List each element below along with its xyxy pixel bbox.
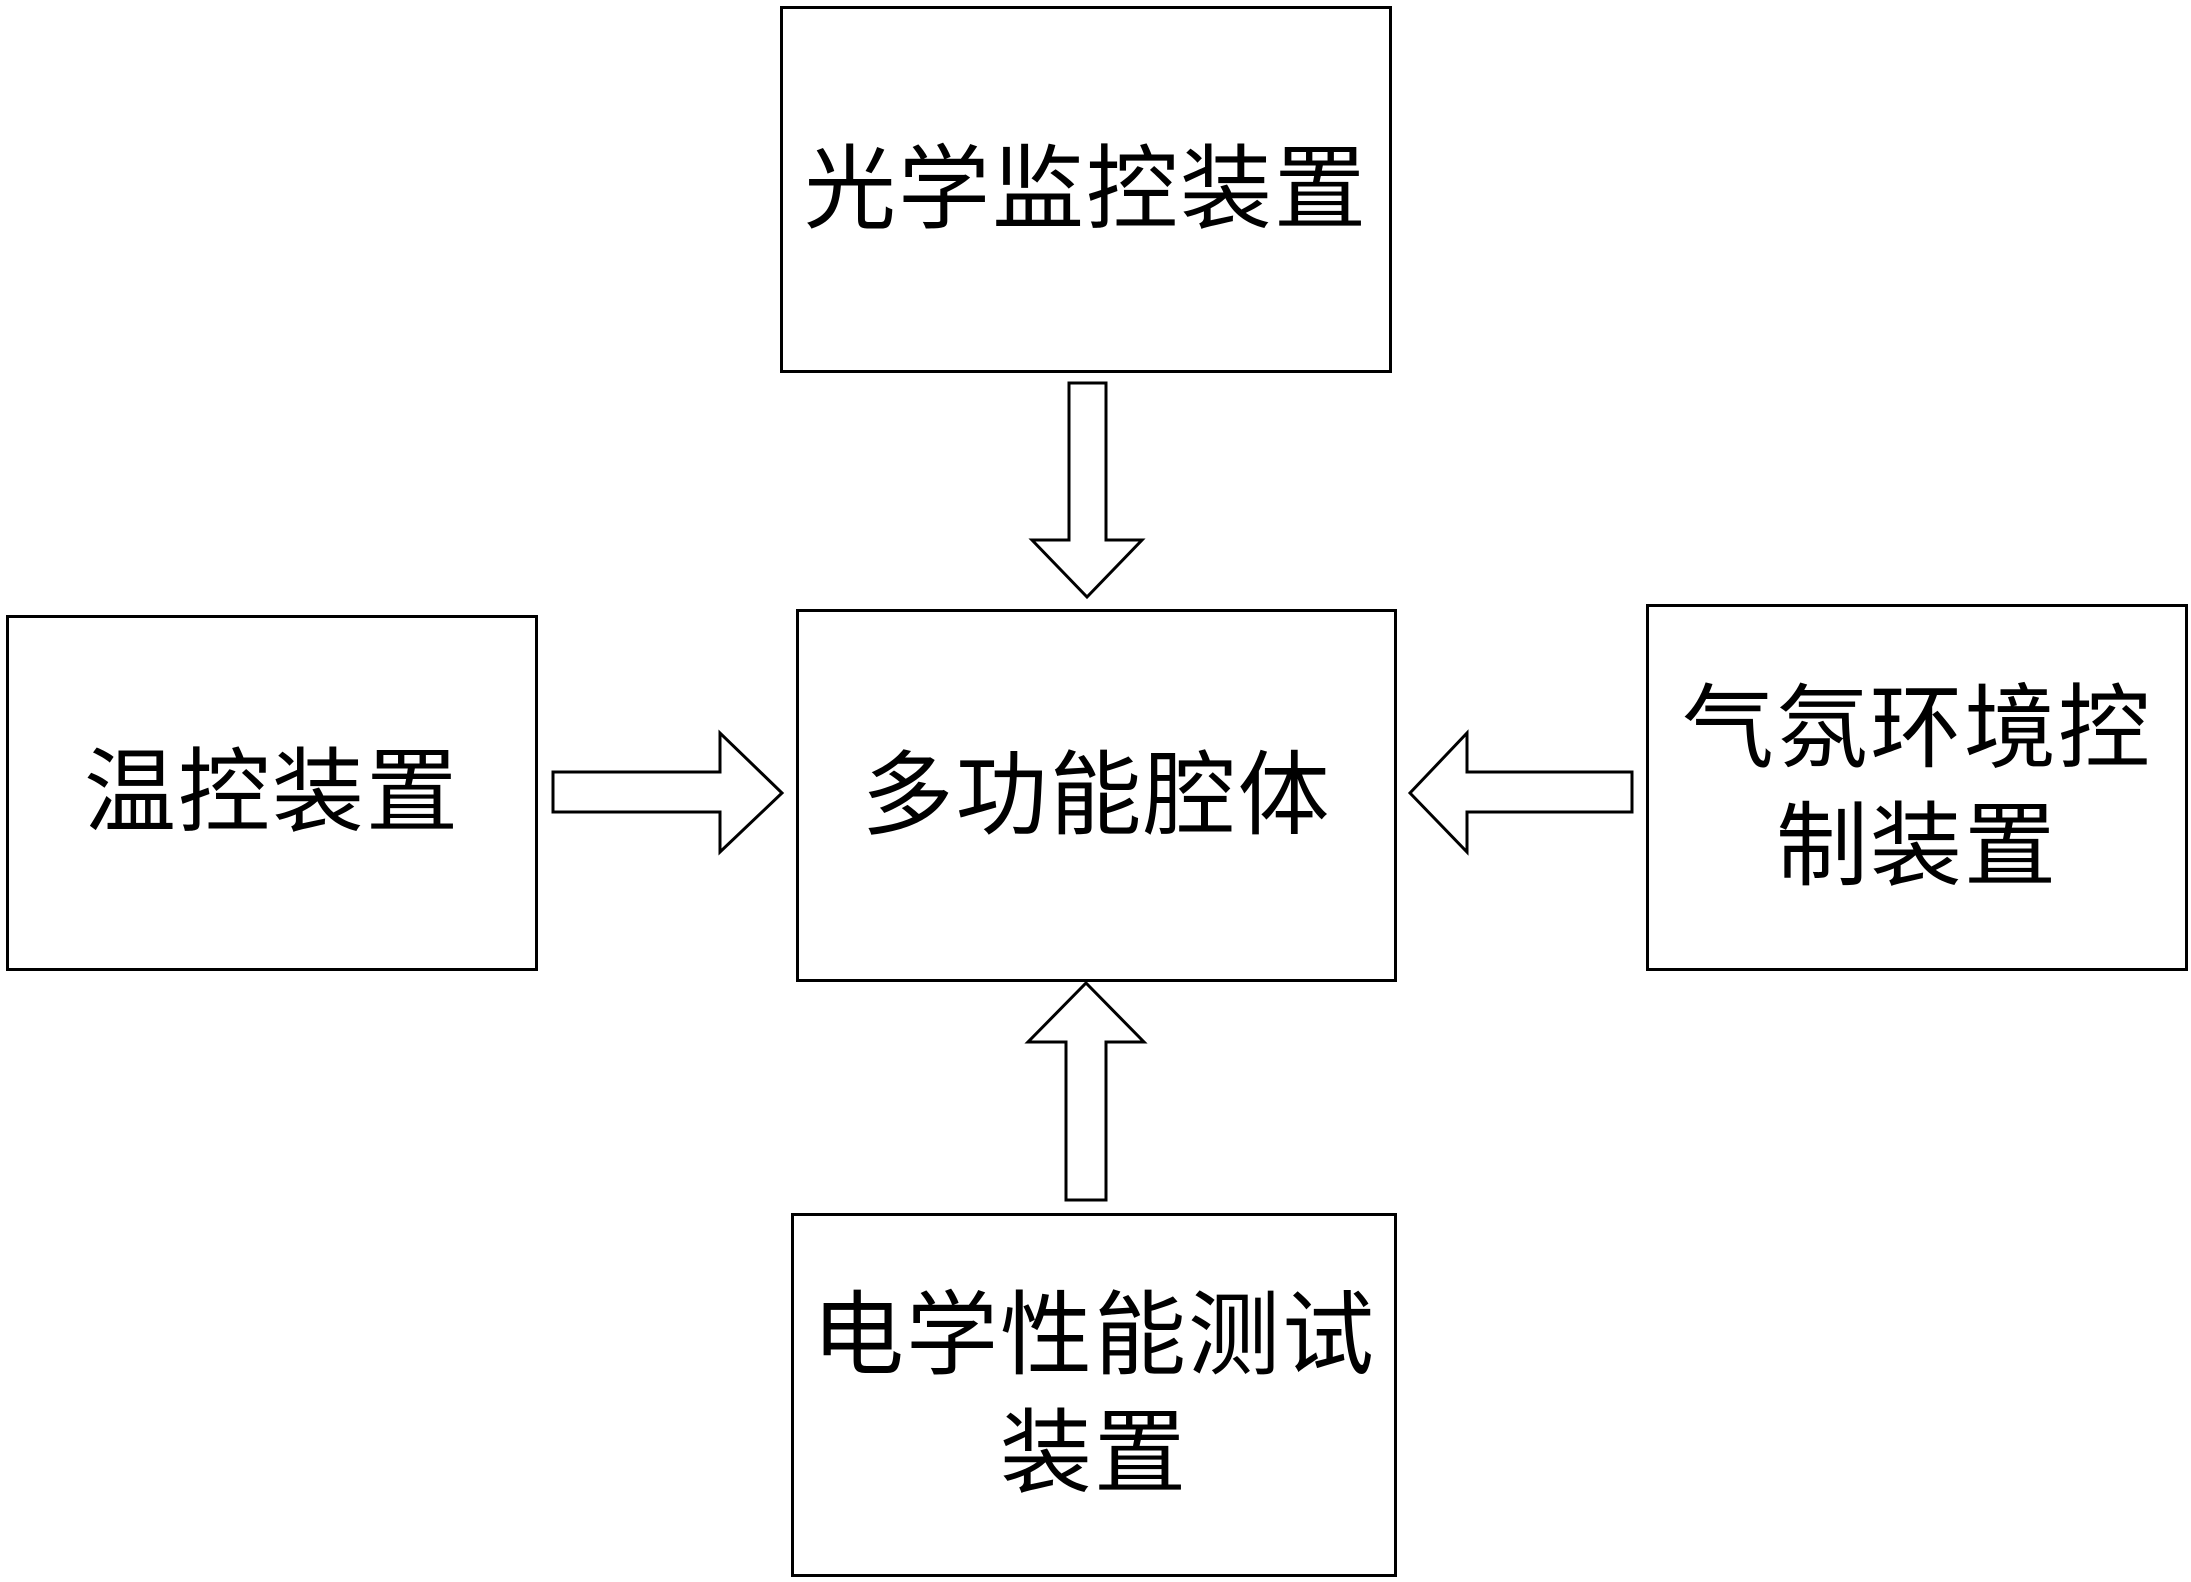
atmosphere-control-label: 气氛环境控 制装置 [1682, 670, 2152, 906]
multifunction-chamber-label: 多功能腔体 [861, 737, 1331, 855]
arrow-right-from-temperature [553, 733, 782, 852]
optical-monitoring-box: 光学监控装置 [780, 6, 1392, 373]
optical-monitoring-label: 光学监控装置 [804, 131, 1368, 249]
atmosphere-control-box: 气氛环境控 制装置 [1646, 604, 2188, 971]
arrow-up-from-electrical [1028, 983, 1144, 1200]
arrow-down-from-optical [1032, 383, 1142, 597]
multifunction-chamber-box: 多功能腔体 [796, 609, 1397, 982]
temperature-control-label: 温控装置 [84, 734, 460, 852]
electrical-testing-label: 电学性能测试 装置 [812, 1277, 1376, 1513]
temperature-control-box: 温控装置 [6, 615, 538, 971]
arrow-left-from-atmosphere [1410, 733, 1632, 852]
electrical-testing-box: 电学性能测试 装置 [791, 1213, 1397, 1577]
